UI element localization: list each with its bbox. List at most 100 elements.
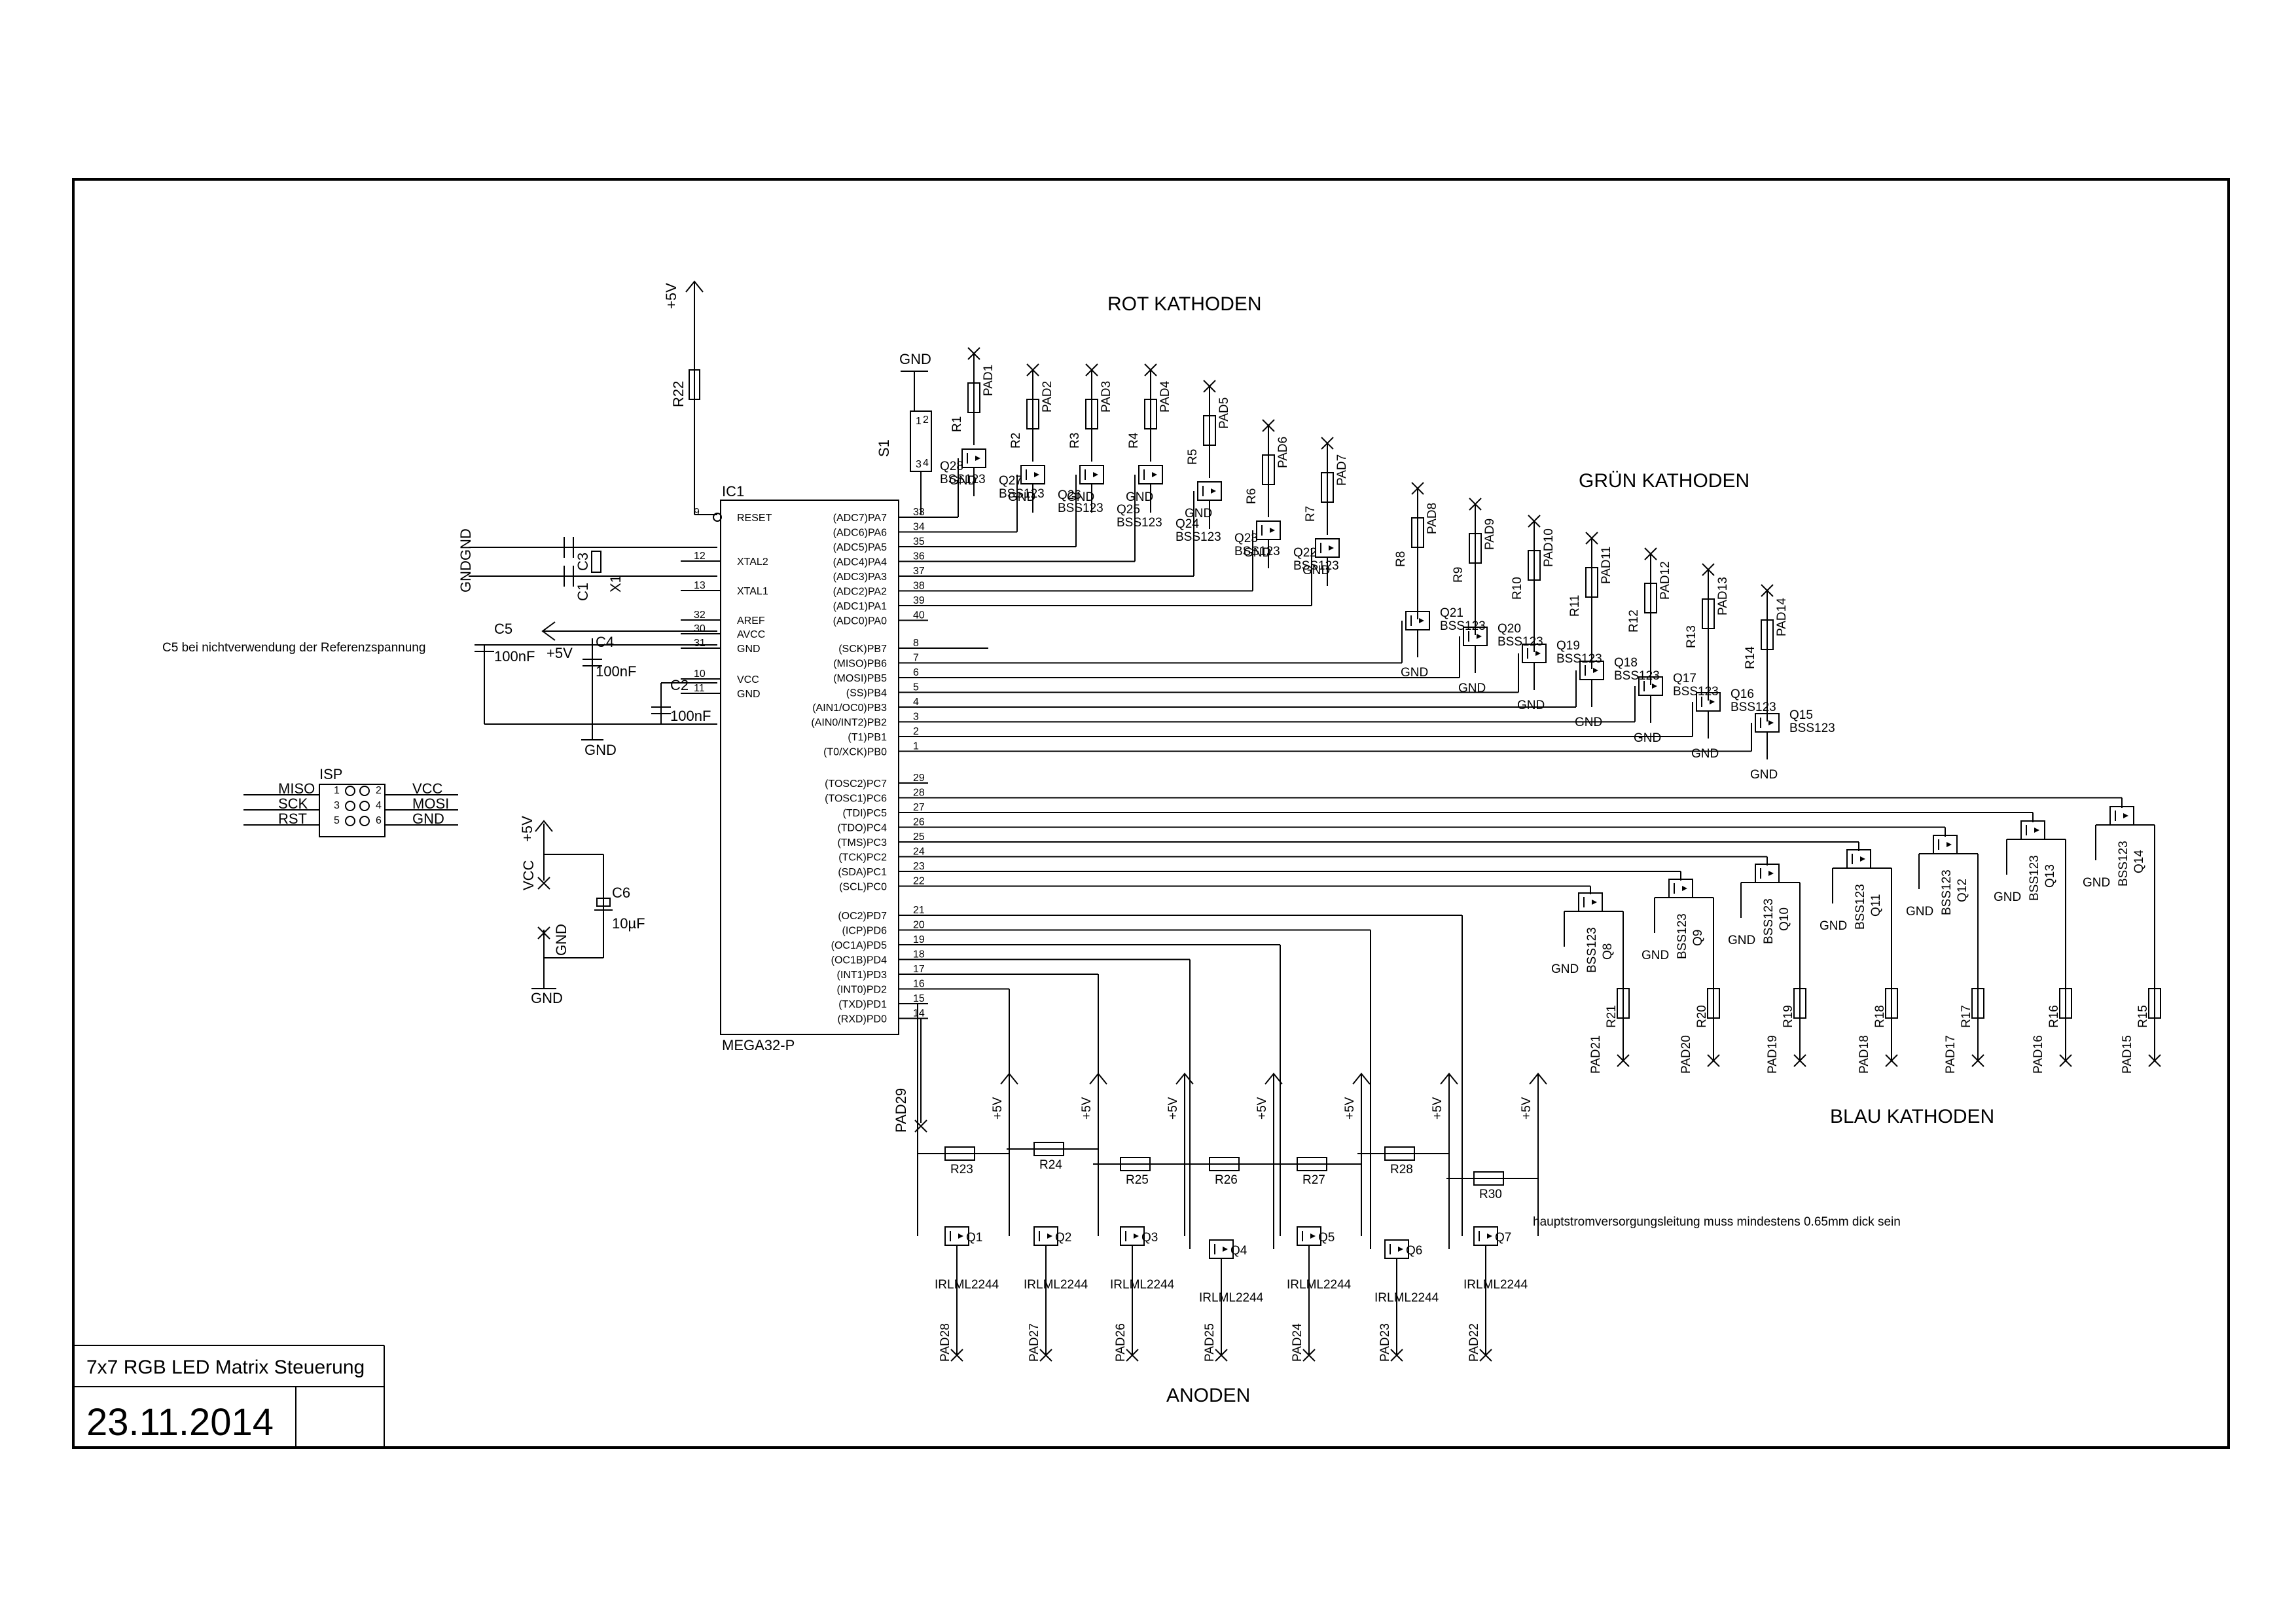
anode-resistor-label: R26 (1215, 1173, 1238, 1187)
mosfet-body (1256, 520, 1281, 540)
anode-mosfet-symbol (1297, 1226, 1321, 1246)
s1-pin-2: 2 (923, 414, 929, 426)
anode-mosfet-part: IRLML2244 (935, 1278, 999, 1292)
red-resistor-label: R7 (1304, 506, 1318, 522)
decoupling-gnd: GND (584, 742, 617, 758)
green-mosfet-ref: Q21 (1440, 606, 1463, 620)
mosfet-body (1578, 892, 1603, 912)
mcu-right-pin-name: (MISO)PB6 (833, 659, 887, 670)
blue-pad-label: PAD18 (1857, 1035, 1871, 1074)
isp-pin (345, 816, 355, 826)
mcu-right-pin-name: (INT1)PD3 (837, 970, 888, 981)
anode-resistor (944, 1146, 975, 1161)
anode-supply-arrow (1265, 1072, 1283, 1085)
mcu-right-pin-name: (TOSC1)PC6 (825, 793, 887, 805)
mcu-right-pin-num: 37 (913, 566, 925, 577)
anode-pad-mark (1390, 1349, 1403, 1362)
mosfet-arrow (2123, 813, 2128, 818)
mcu-left-pin-name: GND (737, 689, 761, 700)
mcu-left-pin-name: XTAL1 (737, 586, 768, 597)
anode-mosfet-ref: Q7 (1495, 1231, 1511, 1245)
mosfet-body (1209, 1239, 1234, 1259)
green-resistor (1585, 567, 1598, 598)
red-resistor-label: R1 (950, 416, 964, 432)
mcu-right-pin-name: (INT0)PD2 (837, 985, 888, 996)
green-resistor-label: R8 (1394, 551, 1408, 567)
anode-mosfet-ref: Q2 (1055, 1231, 1071, 1245)
mcu-right-pin-name: (TCK)PC2 (838, 852, 887, 864)
green-pad-label: PAD14 (1775, 598, 1789, 636)
s1-pin-3: 3 (916, 459, 922, 470)
anode-resistor-label: R25 (1126, 1173, 1149, 1187)
mcu-right-pin-name: (T1)PB1 (848, 732, 887, 743)
red-mosfet-ref: Q27 (999, 474, 1022, 488)
anode-mosfet-symbol (944, 1226, 969, 1246)
red-resistor-label: R3 (1068, 433, 1082, 448)
blue-resistor-label: R20 (1695, 1005, 1709, 1028)
mosfet-body (1473, 1226, 1498, 1246)
mosfet-arrow (1487, 1233, 1492, 1239)
green-resistor (1469, 533, 1482, 564)
blue-mosfet-ref: Q11 (1869, 894, 1883, 917)
anode-mosfet-ref: Q1 (966, 1231, 982, 1245)
mcu-right-pin-name: (TOSC2)PC7 (825, 778, 887, 790)
mcu-left-pin-num: 32 (694, 610, 706, 621)
green-resistor-label: R10 (1511, 577, 1524, 600)
title-block-title: 7x7 RGB LED Matrix Steuerung (86, 1357, 365, 1378)
red-pad-label: PAD7 (1335, 454, 1349, 486)
anode-pad-label: PAD25 (1203, 1323, 1217, 1362)
mosfet-arrow (1310, 1233, 1316, 1239)
anode-mosfet-ref: Q6 (1406, 1244, 1422, 1258)
red-resistor (967, 382, 980, 413)
r22-supply-label: +5V (663, 283, 679, 309)
mosfet-body (1315, 538, 1340, 558)
red-resistor-label: R4 (1127, 432, 1141, 448)
mcu-right-pin-num: 23 (913, 861, 925, 872)
mosfet-arrow (1768, 871, 1774, 876)
c2-value: 100nF (670, 708, 711, 724)
mcu-right-pin-num: 15 (913, 993, 925, 1004)
blue-mosfet-part: BSS123 (2028, 855, 2041, 901)
avcc-supply-label: +5V (547, 645, 573, 661)
mcu-right-pin-name: (OC1B)PD4 (831, 955, 887, 966)
anode-mosfet-part: IRLML2244 (1374, 1291, 1439, 1305)
mcu-right-pin-num: 25 (913, 831, 925, 843)
green-pad-label: PAD10 (1542, 528, 1556, 567)
mcu-right-pin-num: 26 (913, 817, 925, 828)
anode-mosfet-part: IRLML2244 (1199, 1291, 1264, 1305)
red-mosfet-part: BSS123 (1058, 501, 1103, 515)
blue-pad-mark (2059, 1054, 2072, 1067)
blue-pad-label: PAD20 (1679, 1035, 1693, 1074)
blue-mosfet-part: BSS123 (1585, 927, 1599, 973)
mosfet-arrow (1860, 856, 1865, 862)
mcu-right-pin-name: (AIN1/OC0)PB3 (812, 702, 887, 714)
green-mosfet-part: BSS123 (1556, 652, 1602, 666)
anode-mosfet-symbol (1033, 1226, 1058, 1246)
anode-mosfet-part: IRLML2244 (1110, 1278, 1175, 1292)
anode-pad-label: PAD23 (1378, 1323, 1392, 1362)
green-mosfet-ref: Q20 (1498, 622, 1521, 636)
mcu-right-pin-name: (SS)PB4 (846, 688, 887, 699)
mosfet-arrow (1223, 1247, 1228, 1252)
anode-resistor-label: R28 (1390, 1163, 1413, 1176)
isp-pin (359, 816, 370, 826)
isp-left-num: 1 (334, 785, 340, 796)
isp-right-label: MOSI (412, 795, 449, 812)
mcu-right-pin-name: (ADC4)PA4 (833, 557, 887, 568)
mcu-right-pin-name: (ADC2)PA2 (833, 587, 887, 598)
r22-label: R22 (670, 381, 687, 407)
anode-mosfet-ref: Q4 (1230, 1244, 1247, 1258)
c6-gnd-side-label: GND (553, 924, 569, 956)
red-mosfet-ref: Q28 (940, 460, 963, 473)
crystal-x1-symbol (591, 551, 601, 573)
pad29: PAD29 (893, 1019, 927, 1133)
mcu-left-pin-num: 30 (694, 623, 706, 634)
mosfet-arrow (1329, 545, 1334, 551)
green-resistor (1411, 517, 1424, 548)
mcu-right-pin-name: (T0/XCK)PB0 (823, 747, 887, 758)
mcu-left-pin-num: 9 (694, 507, 700, 518)
red-mosfet-symbol (1138, 465, 1163, 484)
s1-pin-4: 4 (923, 458, 929, 469)
red-resistor (1203, 415, 1216, 446)
